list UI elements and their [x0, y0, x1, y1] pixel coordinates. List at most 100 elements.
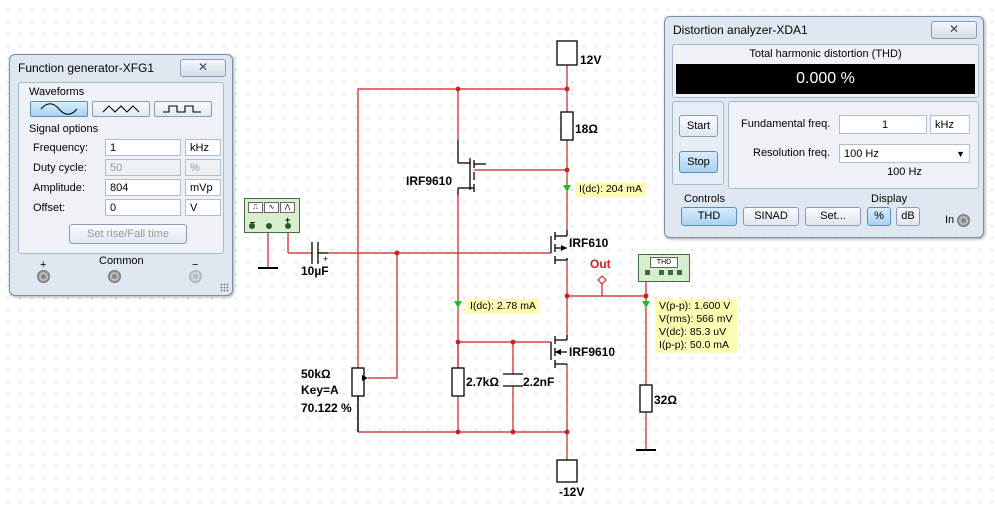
common-terminal-label: Common [99, 255, 144, 267]
function-generator-window[interactable]: Function generator-XFG1 ✕ Waveforms Sign… [9, 54, 233, 296]
frequency-unit[interactable]: kHz [185, 139, 221, 156]
thd-icon-label: THD [650, 257, 678, 268]
fg-plus-sign: + [285, 215, 291, 225]
waveforms-label: Waveforms [29, 86, 85, 98]
arrows [362, 245, 567, 381]
amplitude-input[interactable]: 804 [105, 179, 181, 196]
resolution-freq-value: 100 Hz [844, 148, 879, 160]
probe-line: V(dc): 85.3 uV [659, 326, 727, 338]
thd-icon-port [645, 270, 650, 275]
start-stop-panel: Start Stop [672, 101, 724, 185]
duty-cycle-label: Duty cycle: [33, 162, 87, 174]
function-generator-icon[interactable]: ⎍ ∿ ⋀ – + [244, 198, 300, 233]
stop-button[interactable]: Stop [679, 151, 718, 173]
fg-panel: Waveforms Signal options Frequency: 1 kH… [18, 82, 224, 254]
chevron-down-icon: ▼ [956, 149, 965, 159]
common-terminal[interactable] [108, 270, 121, 283]
fg-minus-sign: – [250, 217, 256, 227]
resolution-freq-readout: 100 Hz [887, 166, 922, 178]
frequency-label: Frequency: [33, 142, 89, 154]
offset-unit[interactable]: V [185, 199, 221, 216]
da-close-button[interactable]: ✕ [931, 21, 977, 39]
vee-label: -12V [559, 485, 585, 499]
set-rise-fall-button[interactable]: Set rise/Fall time [69, 224, 187, 244]
probe-bias-current[interactable]: I(dc): 2.78 mA [466, 299, 540, 314]
probe-line: V(rms): 566 mV [659, 313, 733, 325]
resolution-freq-label: Resolution freq. [753, 147, 831, 159]
probe-arrows [454, 185, 650, 308]
set-button[interactable]: Set... [805, 207, 861, 226]
resistor-2k7 [451, 367, 465, 397]
input-capacitor [311, 242, 328, 264]
bias-capacitor [503, 373, 523, 387]
thd-button[interactable]: THD [681, 207, 737, 226]
square-wave-icon: ⎍ [248, 202, 263, 213]
svg-text:+: + [323, 254, 328, 264]
fg-close-button[interactable]: ✕ [180, 59, 226, 77]
frequency-input[interactable]: 1 [105, 139, 181, 156]
fg-terminal-common[interactable] [266, 223, 272, 229]
components[interactable] [258, 40, 656, 483]
mosfet-q3 [550, 335, 568, 368]
signal-options-label: Signal options [29, 123, 99, 135]
fg-title: Function generator-XFG1 [18, 61, 155, 75]
offset-label: Offset: [33, 202, 66, 214]
duty-cycle-input[interactable]: 50 [105, 159, 181, 176]
resolution-freq-select[interactable]: 100 Hz ▼ [839, 144, 970, 163]
probe-output[interactable]: V(p-p): 1.600 V V(rms): 566 mV V(dc): 85… [655, 299, 737, 353]
input-terminal-label: In [945, 214, 955, 226]
db-button[interactable]: dB [896, 207, 920, 226]
fg-terminal-minus[interactable] [249, 223, 255, 229]
probe-line: I(p-p): 50.0 mA [659, 339, 730, 351]
fundamental-freq-input[interactable]: 1 [839, 115, 927, 134]
amplitude-label: Amplitude: [33, 182, 85, 194]
thd-heading: Total harmonic distortion (THD) [749, 48, 902, 60]
percent-button[interactable]: % [867, 207, 891, 226]
offset-input[interactable]: 0 [105, 199, 181, 216]
sine-wave-icon: ∿ [264, 202, 279, 213]
vcc-label: 12V [580, 53, 602, 67]
probe-q-current[interactable]: I(dc): 204 mA [575, 182, 647, 197]
frequency-settings-panel: Fundamental freq. 1 kHz Resolution freq.… [728, 101, 979, 189]
minus-terminal-label: − [192, 259, 199, 271]
distortion-analyzer-window[interactable]: Distortion analyzer-XDA1 ✕ Total harmoni… [664, 16, 984, 238]
potentiometer [351, 367, 365, 397]
plus-terminal-label: + [40, 259, 47, 271]
close-icon: ✕ [197, 60, 209, 74]
c2n2-label: 2.2nF [523, 375, 555, 389]
junctions [394, 86, 649, 435]
duty-cycle-unit[interactable]: % [185, 159, 221, 176]
pot-percent-label[interactable]: 70.122 % [301, 401, 352, 415]
amplitude-unit[interactable]: mVp [185, 179, 221, 196]
probe-line: V(p-p): 1.600 V [659, 300, 731, 312]
triangle-wave-button[interactable] [92, 101, 150, 117]
sine-wave-button[interactable] [30, 101, 88, 117]
square-wave-button[interactable] [154, 101, 212, 117]
resize-grip[interactable] [220, 283, 229, 292]
out-label: Out [590, 257, 611, 271]
pot-key-label: Key=A [301, 383, 339, 397]
probe-line: I(dc): 204 mA [579, 183, 643, 195]
da-title: Distortion analyzer-XDA1 [673, 23, 808, 37]
start-button[interactable]: Start [679, 115, 718, 137]
input-terminal[interactable] [957, 214, 970, 227]
mosfet-q1 [457, 140, 486, 195]
plus-terminal[interactable] [37, 270, 50, 283]
triangle-wave-icon: ⋀ [280, 202, 295, 213]
thd-display-panel: Total harmonic distortion (THD) 0.000 % [672, 44, 979, 98]
fg-terminal-plus[interactable] [285, 223, 291, 229]
fundamental-freq-unit[interactable]: kHz [930, 115, 970, 134]
vcc-source [556, 40, 578, 66]
triangle-wave-icon [102, 105, 140, 113]
thd-icon-port [668, 270, 673, 275]
sine-wave-icon [40, 103, 78, 115]
q3-label: IRF9610 [569, 345, 616, 359]
sinad-button[interactable]: SINAD [743, 207, 799, 226]
probe-line: I(dc): 2.78 mA [470, 300, 536, 312]
waveform-buttons [27, 101, 217, 117]
distortion-analyzer-icon[interactable]: THD [638, 254, 690, 282]
fg-titlebar[interactable]: Function generator-XFG1 ✕ [10, 55, 232, 77]
minus-terminal[interactable] [189, 270, 202, 283]
da-titlebar[interactable]: Distortion analyzer-XDA1 ✕ [665, 17, 983, 39]
r32-label: 32Ω [654, 393, 677, 407]
